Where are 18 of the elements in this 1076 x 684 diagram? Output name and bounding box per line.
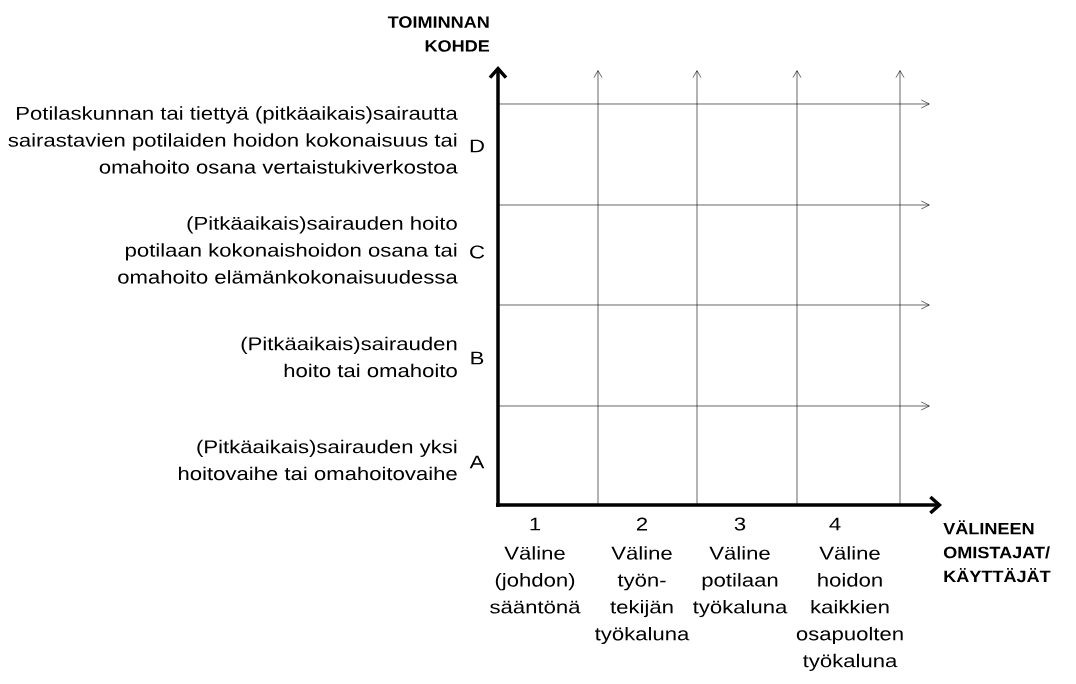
row-label: Potilaskunnan tai tiettyä (pitkäaikais)sairautta sairastavien potilaiden hoidon kokonaisuus tai omahoito osana vertaistukiverkostoa bbox=[8, 106, 458, 174]
column-label: Väline työn- tekijän työkaluna bbox=[595, 546, 690, 645]
axis-title: VÄLINEEN OMISTAJAT/ KÄYTTÄJÄT bbox=[943, 520, 1051, 583]
row-letter: D bbox=[470, 139, 484, 153]
row-label: (Pitkäaikais)sairauden yksi hoitovaihe tai omahoitovaihe bbox=[179, 439, 457, 481]
column-label: Väline potilaan työkaluna bbox=[693, 546, 788, 618]
column-label: Väline (johdon) sääntönä bbox=[490, 546, 581, 614]
row-letter: B bbox=[471, 351, 484, 365]
row-letter: C bbox=[470, 245, 485, 259]
axis-title: TOIMINNAN KOHDE bbox=[387, 16, 490, 52]
column-number: 4 bbox=[829, 517, 841, 531]
column-number: 1 bbox=[530, 517, 541, 531]
row-label: (Pitkäaikais)sairauden hoito potilaan kokonaishoidon osana tai omahoito elämänkokonaisuudessa bbox=[118, 216, 458, 284]
column-number: 3 bbox=[734, 517, 746, 531]
column-label: Väline hoidon kaikkien osapuolten työkaluna bbox=[796, 546, 903, 671]
row-label: (Pitkäaikais)sairauden hoito tai omahoito bbox=[241, 336, 457, 378]
row-letter: A bbox=[469, 455, 485, 469]
column-number: 2 bbox=[636, 517, 648, 531]
